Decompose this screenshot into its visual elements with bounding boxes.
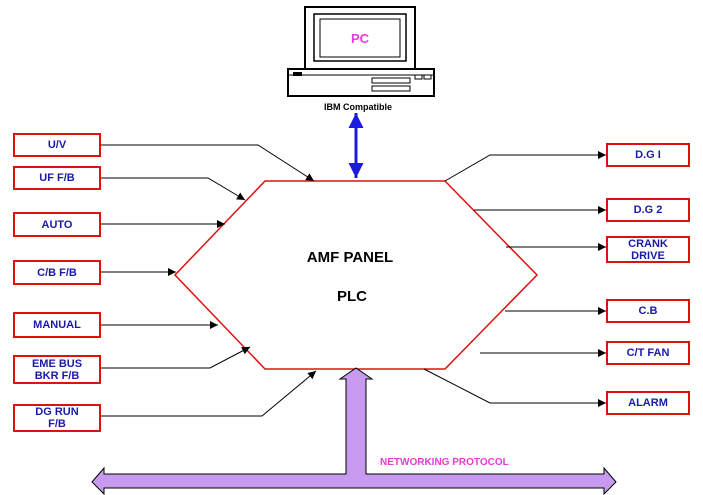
- input-box-auto: AUTO: [13, 212, 101, 237]
- output-box-alarm: ALARM: [606, 391, 690, 415]
- pc-caption: IBM Compatible: [324, 102, 392, 112]
- output-box-crank-drive: CRANK DRIVE: [606, 236, 690, 263]
- output-box-cb: C.B: [606, 299, 690, 323]
- connector-eme-bus: [101, 346, 251, 369]
- hexagon-title: AMF PANEL: [307, 249, 393, 266]
- output-box-dg2: D.G 2: [606, 198, 690, 222]
- connector-uv: [101, 144, 315, 182]
- connector-dg1: [444, 151, 606, 182]
- amf-panel-hexagon: [173, 180, 539, 370]
- computer-icon: [287, 6, 435, 97]
- hexagon-subtitle: PLC: [337, 288, 367, 305]
- input-connectors: [101, 144, 317, 417]
- input-box-manual: MANUAL: [13, 312, 101, 338]
- connector-dg-run: [101, 370, 317, 417]
- connector-uf-fb: [101, 177, 246, 201]
- output-box-ct-fan: C/T FAN: [606, 341, 690, 365]
- input-box-uf-fb: UF F/B: [13, 166, 101, 190]
- pc-screen-label: PC: [351, 31, 370, 46]
- connector-alarm: [423, 368, 606, 407]
- input-box-cb-fb: C/B F/B: [13, 260, 101, 285]
- input-box-eme-bus: EME BUS BKR F/B: [13, 355, 101, 384]
- network-label: NETWORKING PROTOCOL: [380, 457, 509, 468]
- output-box-dg1: D.G I: [606, 143, 690, 167]
- output-connectors: [423, 151, 606, 407]
- input-box-dg-run: DG RUN F/B: [13, 404, 101, 432]
- network-bus: [91, 367, 617, 495]
- input-box-uv: U/V: [13, 133, 101, 157]
